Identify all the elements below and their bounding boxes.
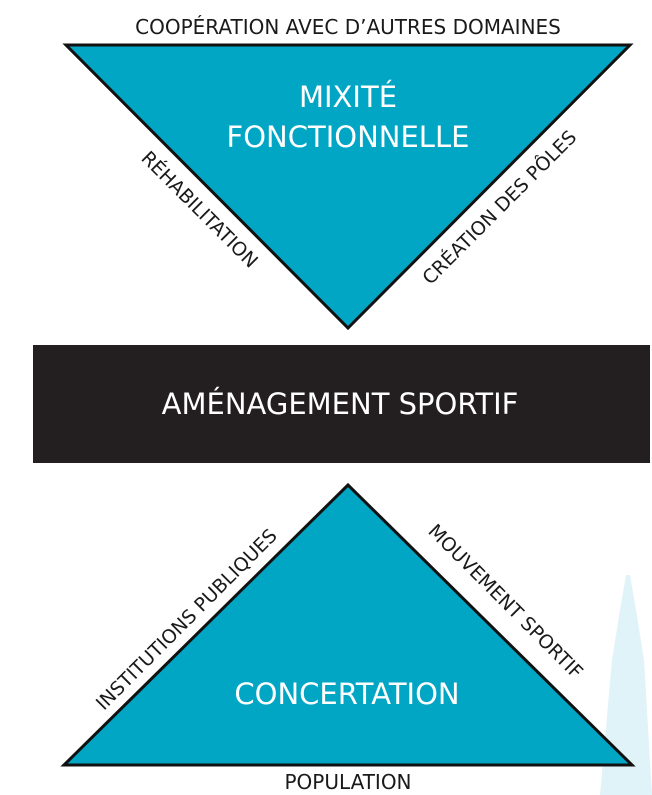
center-bar-label: AMÉNAGEMENT SPORTIF xyxy=(162,387,519,421)
top-base-label: COOPÉRATION AVEC D’AUTRES DOMAINES xyxy=(135,15,561,39)
tower-watermark-icon xyxy=(600,575,652,795)
top-inner-label-line-1: MIXITÉ xyxy=(299,80,397,114)
top-triangle xyxy=(62,43,634,331)
bottom-base-label: POPULATION xyxy=(284,770,411,794)
bottom-inner-label: CONCERTATION xyxy=(234,677,459,711)
top-inner-label-line-2: FONCTIONNELLE xyxy=(227,120,470,154)
center-bar xyxy=(33,345,650,463)
bottom-triangle xyxy=(60,482,636,767)
